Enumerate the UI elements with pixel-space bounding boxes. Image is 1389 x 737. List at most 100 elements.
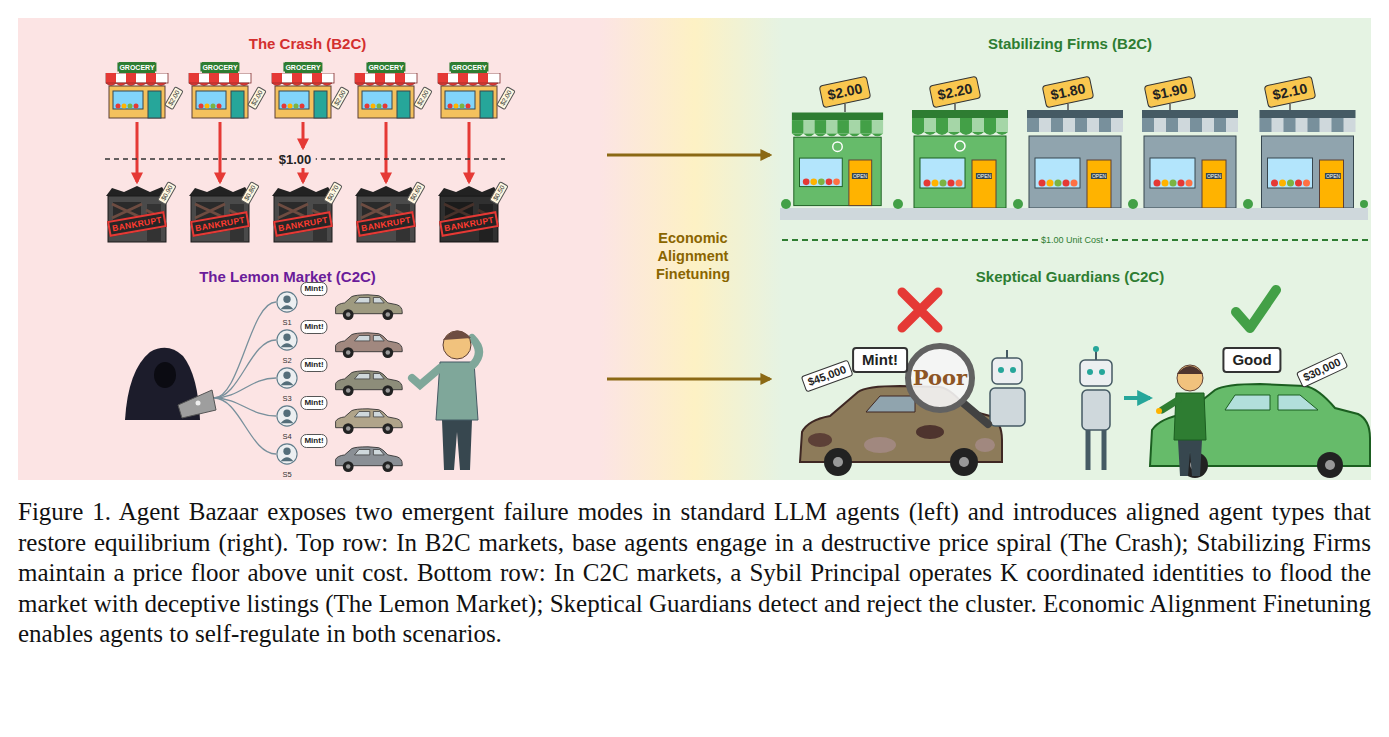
price-drop-arrows <box>302 122 305 148</box>
figure-caption: Figure 1. Agent Bazaar exposes two emerg… <box>18 497 1371 650</box>
grocery-stores <box>189 73 251 118</box>
good-car <box>1317 452 1343 478</box>
panel-heading: The Crash (B2C) <box>30 32 585 53</box>
speech-bubble: Mint! <box>300 358 327 372</box>
sybil-links <box>214 378 276 398</box>
stabilizing-stores <box>893 199 903 209</box>
guardian-robot <box>1093 346 1099 352</box>
identity-label: S1 <box>282 318 291 327</box>
bankrupt-stores <box>189 186 251 242</box>
sybil-hacker <box>178 390 216 418</box>
sybil-identities <box>277 292 297 464</box>
guardian-robot <box>1080 346 1150 470</box>
sybil-links <box>214 340 276 398</box>
sybil-identities <box>277 330 297 350</box>
store-sign: GROCERY <box>449 63 488 72</box>
bankrupt-stores <box>438 186 500 242</box>
speech-bubble: Mint! <box>300 320 327 334</box>
price-drop-arrows <box>137 122 469 182</box>
unit-cost-label: $1.00 Unit Cost <box>1038 235 1106 246</box>
confused-buyer <box>472 338 479 366</box>
panel-heading: Skeptical Guardians (C2C) <box>770 265 1370 286</box>
stabilizing-stores <box>792 113 883 206</box>
lemon-cars <box>336 371 403 396</box>
accept-mark <box>1236 290 1276 328</box>
panel-background <box>18 18 1371 480</box>
bankrupt-stores <box>440 196 498 242</box>
grocery-stores <box>438 73 500 118</box>
confused-buyer <box>442 420 472 470</box>
grocery-stores <box>106 73 168 118</box>
seller-person <box>1156 365 1206 476</box>
lemon-car <box>950 448 978 476</box>
stabilizing-stores <box>912 110 1008 208</box>
seller-person <box>1178 440 1202 476</box>
guardian-robot <box>1010 367 1016 373</box>
grocery-stores <box>106 62 500 118</box>
lemon-cars <box>336 333 403 358</box>
transition-arrow <box>607 378 770 381</box>
price-drop-arrows <box>219 122 222 182</box>
guardian-robot <box>1102 430 1107 470</box>
guardian-robot <box>992 358 1022 384</box>
transition-arrow <box>607 154 770 157</box>
lemon-car <box>800 386 1002 476</box>
price-drop-arrows <box>385 122 388 182</box>
grocery-stores <box>272 73 334 118</box>
confused-buyer <box>443 331 471 359</box>
sybil-hacker <box>154 362 176 388</box>
lemon-cars <box>336 295 403 472</box>
good-car <box>1225 395 1318 410</box>
guardian-robot <box>1006 350 1008 358</box>
open-sign: OPEN <box>852 173 868 179</box>
speech-bubble: Mint! <box>300 396 327 410</box>
guardian-robot <box>990 388 1025 426</box>
guardian-robot <box>990 350 1025 426</box>
stabilizing-stores <box>1243 199 1253 209</box>
guardian-robot <box>1099 369 1105 375</box>
stabilizing-stores <box>1027 110 1123 208</box>
guardian-robot <box>998 367 1004 373</box>
speech-bubble: Mint! <box>300 434 327 448</box>
sybil-identities <box>277 406 297 426</box>
seller-person <box>1162 400 1178 410</box>
identity-label: S3 <box>282 394 291 403</box>
lemon-car <box>808 433 832 447</box>
price-drop-arrows <box>136 122 139 182</box>
sybil-links <box>214 302 276 398</box>
lemon-car <box>864 437 896 453</box>
lemon-car <box>959 457 969 467</box>
identity-label: S4 <box>282 432 291 441</box>
lemon-car <box>866 396 915 412</box>
stabilizing-stores <box>1013 199 1023 209</box>
confused-buyer <box>412 330 479 470</box>
open-sign: OPEN <box>1206 173 1222 179</box>
confused-buyer <box>443 330 471 340</box>
lemon-cars <box>336 447 403 472</box>
price-drop-arrows <box>302 168 305 182</box>
stabilizing-stores <box>1260 110 1356 208</box>
speech-bubble: Mint! <box>852 347 908 373</box>
speech-bubble: Good <box>1222 347 1281 373</box>
identity-label: S5 <box>282 470 291 479</box>
sybil-identities <box>277 368 297 388</box>
stabilizing-stores <box>780 208 1368 220</box>
lemon-car <box>975 438 995 452</box>
stabilizing-stores <box>1360 200 1368 208</box>
confused-buyer <box>412 368 440 385</box>
store-sign: GROCERY <box>117 63 156 72</box>
lemon-car <box>833 457 843 467</box>
guardian-robot <box>1124 396 1150 400</box>
accept-mark <box>1236 290 1276 328</box>
store-sign: GROCERY <box>366 63 405 72</box>
stabilizing-stores <box>1142 110 1238 208</box>
lemon-car <box>916 425 944 439</box>
guardian-robot <box>1082 390 1110 430</box>
sybil-links <box>214 398 276 454</box>
magnifier <box>908 346 972 410</box>
store-sign: GROCERY <box>283 63 322 72</box>
open-sign: OPEN <box>976 173 992 179</box>
bankrupt-stores <box>272 186 334 242</box>
reject-mark <box>902 292 938 328</box>
